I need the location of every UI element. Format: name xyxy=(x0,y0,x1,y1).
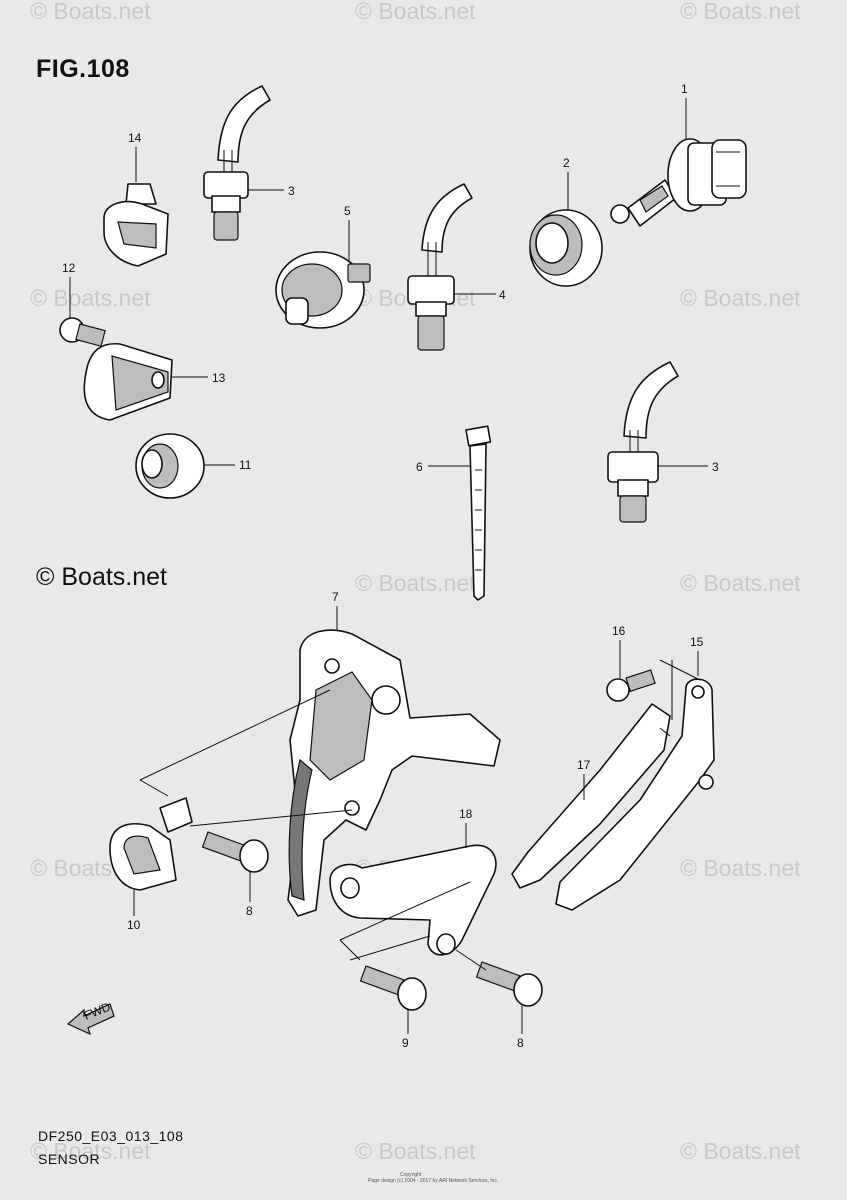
watermark: © Boats.net xyxy=(680,285,801,311)
callout-8-left: 8 xyxy=(246,872,253,918)
part-7-bracket[interactable] xyxy=(287,629,501,917)
part-5-knock-sensor[interactable] xyxy=(275,251,371,329)
part-3-sensor-top[interactable] xyxy=(203,85,271,241)
watermark: © Boats.net xyxy=(30,0,151,24)
svg-text:4: 4 xyxy=(499,288,506,302)
watermark: © Boats.net xyxy=(30,1138,151,1164)
svg-text:7: 7 xyxy=(332,590,339,604)
fwd-arrow-icon: FWD xyxy=(66,999,115,1036)
svg-text:12: 12 xyxy=(62,261,76,275)
assembly-line xyxy=(139,659,701,971)
callout-15: 15 xyxy=(690,635,704,676)
svg-text:8: 8 xyxy=(246,904,253,918)
callout-4: 4 xyxy=(454,288,506,302)
part-12-bolt[interactable] xyxy=(59,317,106,347)
part-15-bracket[interactable] xyxy=(555,678,715,911)
callout-3-right: 3 xyxy=(658,460,719,474)
svg-text:9: 9 xyxy=(402,1036,409,1050)
svg-text:14: 14 xyxy=(128,131,142,145)
callout-14: 14 xyxy=(128,131,142,182)
part-8-bolt-left[interactable] xyxy=(201,831,269,873)
watermark: © Boats.net xyxy=(30,285,151,311)
part-18-bracket[interactable] xyxy=(329,844,497,956)
part-6-cable-tie[interactable] xyxy=(465,425,492,601)
svg-text:2: 2 xyxy=(563,156,570,170)
part-4-sensor[interactable] xyxy=(407,183,473,351)
fine-print-copyright: Copyright xyxy=(400,1172,422,1178)
callout-10: 10 xyxy=(127,890,141,932)
part-16-bolt[interactable] xyxy=(606,669,656,702)
callout-5: 5 xyxy=(344,204,351,262)
watermark: © Boats.net xyxy=(355,570,476,596)
part-10-clip[interactable] xyxy=(109,797,193,891)
part-17-bracket[interactable] xyxy=(511,703,671,889)
diagram-code: DF250_E03_013_108 xyxy=(38,1128,184,1144)
callout-18: 18 xyxy=(459,807,473,848)
svg-text:16: 16 xyxy=(612,624,626,638)
fine-print-design: Page design (c) 2004 - 2017 by ARI Netwo… xyxy=(368,1178,499,1184)
svg-text:6: 6 xyxy=(416,460,423,474)
svg-text:17: 17 xyxy=(577,758,591,772)
copyright-notice: © Boats.net xyxy=(36,563,167,591)
part-2-grommet[interactable] xyxy=(529,209,603,287)
watermark: © Boats.net xyxy=(680,0,801,24)
svg-text:13: 13 xyxy=(212,371,226,385)
callout-2: 2 xyxy=(563,156,570,210)
callout-13: 13 xyxy=(172,371,226,385)
callout-12: 12 xyxy=(62,261,76,318)
svg-text:3: 3 xyxy=(288,184,295,198)
svg-text:10: 10 xyxy=(127,918,141,932)
watermark: © Boats.net xyxy=(680,1138,801,1164)
callout-6: 6 xyxy=(416,460,470,474)
section-name: SENSOR xyxy=(38,1151,101,1167)
callout-3-top: 3 xyxy=(248,184,295,198)
part-3-sensor-right[interactable] xyxy=(607,361,679,523)
callout-9: 9 xyxy=(402,1010,409,1050)
part-9-bolt[interactable] xyxy=(359,965,427,1011)
callout-16: 16 xyxy=(612,624,626,678)
watermark: © Boats.net xyxy=(680,570,801,596)
callout-7: 7 xyxy=(332,590,339,630)
watermark: © Boats.net xyxy=(355,0,476,24)
callout-11: 11 xyxy=(204,458,252,472)
watermark: © Boats.net xyxy=(355,1138,476,1164)
callout-1: 1 xyxy=(681,82,688,140)
svg-text:3: 3 xyxy=(712,460,719,474)
svg-text:8: 8 xyxy=(517,1036,524,1050)
callout-17: 17 xyxy=(577,758,591,800)
part-11-grommet[interactable] xyxy=(135,433,205,499)
watermark: © Boats.net xyxy=(680,855,801,881)
svg-text:18: 18 xyxy=(459,807,473,821)
part-14-clip[interactable] xyxy=(103,183,169,267)
part-13-clamp[interactable] xyxy=(83,342,173,421)
svg-text:1: 1 xyxy=(681,82,688,96)
part-1-sensor[interactable] xyxy=(610,138,747,227)
figure-title: FIG.108 xyxy=(36,55,130,83)
callout-8-bottom: 8 xyxy=(517,1006,524,1050)
svg-text:15: 15 xyxy=(690,635,704,649)
svg-text:11: 11 xyxy=(239,458,252,472)
part-8-bolt-bottom[interactable] xyxy=(475,961,543,1007)
svg-text:5: 5 xyxy=(344,204,351,218)
